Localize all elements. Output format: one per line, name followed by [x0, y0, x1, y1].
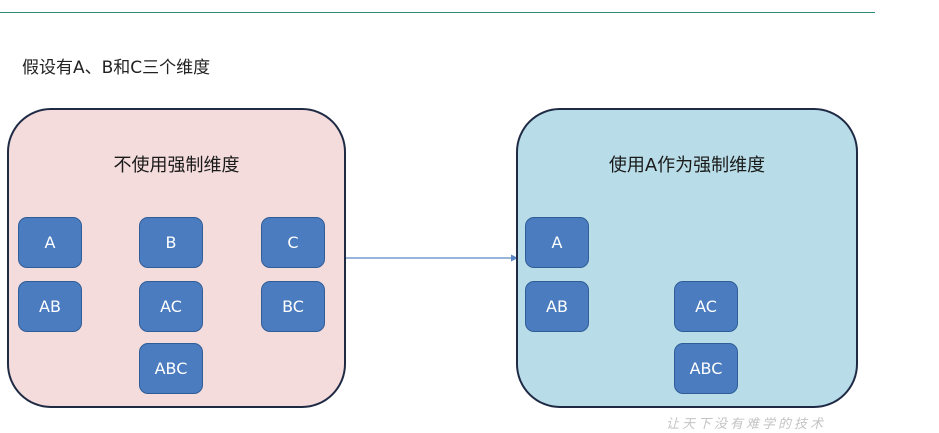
right-box-abc: ABC [674, 343, 738, 394]
right-box-ac: AC [674, 281, 738, 332]
left-box-abc: ABC [139, 343, 203, 394]
right-box-a: A [525, 217, 589, 268]
intro-text: 假设有A、B和C三个维度 [22, 58, 211, 78]
left-panel-title: 不使用强制维度 [113, 155, 240, 176]
arrow-head [511, 254, 518, 262]
right-box-ab: AB [525, 281, 589, 332]
right-panel-title: 使用A作为强制维度 [608, 155, 766, 176]
top-divider [0, 12, 875, 13]
left-box-b: B [139, 217, 203, 268]
left-box-bc: BC [261, 281, 325, 332]
left-box-a: A [18, 217, 82, 268]
left-box-ac: AC [139, 281, 203, 332]
left-box-c: C [261, 217, 325, 268]
watermark: 让天下没有难学的技术 [666, 417, 827, 432]
left-box-ab: AB [18, 281, 82, 332]
